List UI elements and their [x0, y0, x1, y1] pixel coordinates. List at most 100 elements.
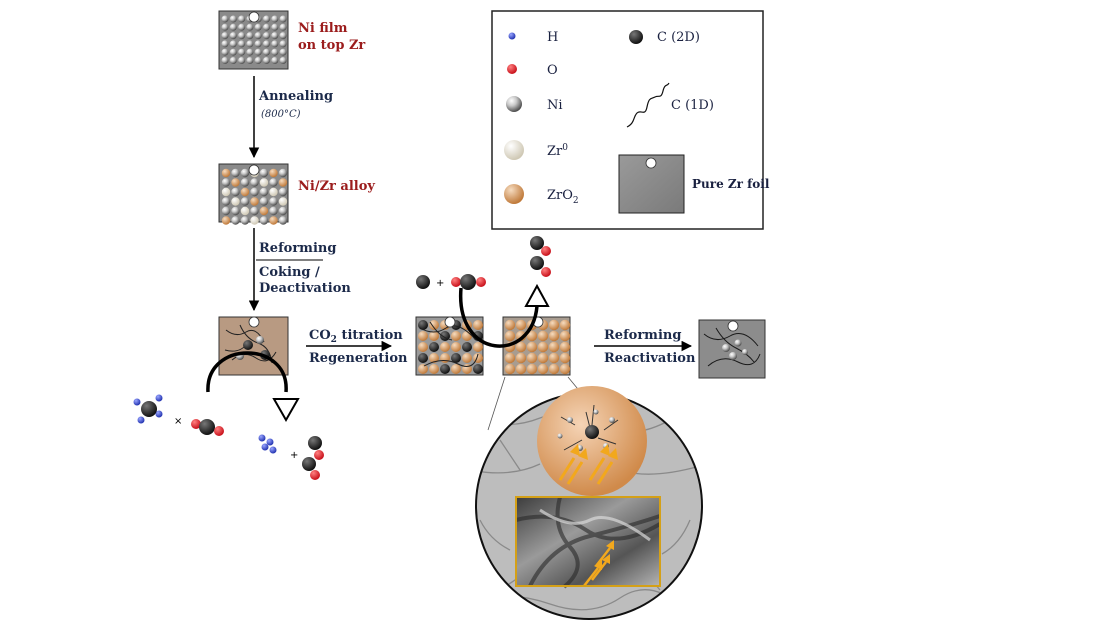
titrGrid-particle — [462, 342, 472, 352]
alloyGrid-particle — [278, 206, 288, 216]
alloyGrid-particle — [240, 206, 250, 216]
niGrid-particle — [221, 40, 229, 48]
alloyGrid-particle — [221, 187, 231, 197]
molecule-c-reactant — [416, 275, 430, 289]
legend: H O Ni Zr0 ZrO2 C (2D) C (1D) Pure Zr fo… — [491, 10, 770, 230]
niGrid-particle — [254, 32, 262, 40]
niGrid-particle — [221, 15, 229, 23]
alloyGrid-particle — [221, 178, 231, 187]
alloyGrid-particle — [221, 206, 231, 216]
titrGrid-particle — [473, 320, 483, 330]
alloyGrid-particle — [231, 206, 240, 216]
regenGrid-particle — [515, 341, 527, 353]
titrGrid-particle — [429, 320, 439, 330]
niGrid-particle — [246, 48, 254, 56]
regenGrid-particle — [504, 363, 516, 375]
alloyGrid-particle — [221, 216, 231, 225]
niGrid-particle — [279, 32, 287, 40]
titrGrid-particle — [451, 342, 461, 352]
niGrid-particle — [221, 32, 229, 40]
alloyGrid-particle — [278, 197, 288, 206]
alloyGrid-particle — [240, 187, 250, 197]
op-plus-1: + — [290, 450, 298, 461]
regenGrid-particle — [548, 330, 560, 342]
alloyGrid-particle — [221, 197, 231, 206]
label-coking: Coking / — [259, 265, 320, 280]
regenGrid-particle — [537, 330, 549, 342]
niGrid-particle — [221, 57, 229, 64]
alloyGrid-particle — [269, 187, 278, 197]
niGrid-particle — [263, 48, 270, 56]
titrGrid-particle — [473, 364, 483, 374]
label-ni-film-1: Ni film — [298, 21, 348, 36]
label-ni-film-2: on top Zr — [298, 38, 365, 53]
titrGrid-particle — [429, 364, 439, 374]
molecule-h2-product — [258, 434, 277, 454]
legend-zr0-base: Zr — [547, 144, 563, 159]
label-reactivation: Reactivation — [604, 351, 696, 366]
alloyGrid-particle — [278, 216, 288, 225]
niGrid-particle — [254, 48, 262, 56]
niGrid-particle — [221, 48, 229, 56]
legend-pure-zr: Pure Zr foil — [692, 177, 770, 191]
legend-o-marker — [507, 64, 517, 74]
niGrid-particle — [271, 57, 279, 64]
label-annealing: Annealing — [258, 89, 333, 104]
alloyGrid-particle — [250, 178, 259, 187]
alloyGrid-particle — [259, 187, 269, 197]
niGrid-particle — [263, 40, 270, 48]
titrGrid-particle — [473, 342, 483, 352]
regenGrid-particle — [526, 363, 538, 375]
niGrid-particle — [246, 57, 254, 64]
label-annealing-temp: (800°C) — [261, 109, 301, 120]
regenGrid-particle — [548, 363, 560, 375]
alloyGrid-particle — [269, 197, 278, 206]
panel-reactivated — [698, 319, 766, 379]
niGrid-particle — [246, 32, 254, 40]
niGrid-particle — [279, 23, 287, 31]
legend-zr0-sup: 0 — [562, 143, 568, 153]
regenGrid-particle — [526, 352, 538, 364]
alloyGrid-particle — [250, 187, 259, 197]
molecule-co-product — [302, 436, 324, 480]
regenGrid-particle — [515, 363, 527, 375]
regenGrid-particle — [504, 352, 516, 364]
regenGrid-particle — [515, 352, 527, 364]
titrGrid-particle — [429, 331, 439, 341]
legend-h: H — [547, 30, 558, 45]
niGrid-particle — [221, 23, 229, 31]
label-reforming-2: Reforming — [604, 328, 681, 343]
alloyGrid-particle — [240, 197, 250, 206]
alloyGrid-particle — [221, 168, 231, 178]
legend-zro2-marker — [504, 184, 524, 204]
niGrid-particle — [271, 40, 279, 48]
niGrid-particle — [229, 57, 237, 64]
regenGrid-particle — [559, 363, 571, 375]
panel-titration — [415, 316, 484, 376]
niGrid-particle — [238, 48, 246, 56]
alloyGrid-particle — [269, 206, 278, 216]
alloyGrid-particle — [231, 197, 240, 206]
titrGrid-particle — [462, 353, 472, 363]
molecule-co-released — [530, 236, 551, 277]
regenGrid-particle — [537, 352, 549, 364]
alloyGrid-particle — [250, 206, 259, 216]
regenGrid-particle — [504, 319, 516, 331]
label-reforming-1: Reforming — [259, 241, 336, 256]
niGrid-particle — [229, 15, 237, 23]
alloyGrid-particle — [259, 216, 269, 225]
alloyGrid-particle — [259, 197, 269, 206]
label-ni-zr-alloy: Ni/Zr alloy — [298, 179, 375, 194]
regenGrid-particle — [548, 352, 560, 364]
niGrid-particle — [238, 57, 246, 64]
legend-c2d-marker — [629, 30, 643, 44]
legend-zr0-marker — [504, 140, 524, 160]
alloyGrid-particle — [259, 168, 269, 178]
legend-zro2-sub: 2 — [573, 196, 579, 206]
label-co2-titration: CO2 titration — [309, 328, 403, 345]
alloyGrid-particle — [250, 197, 259, 206]
legend-o: O — [547, 63, 558, 78]
legend-c1d-marker — [626, 82, 670, 128]
alloyGrid-particle — [240, 178, 250, 187]
